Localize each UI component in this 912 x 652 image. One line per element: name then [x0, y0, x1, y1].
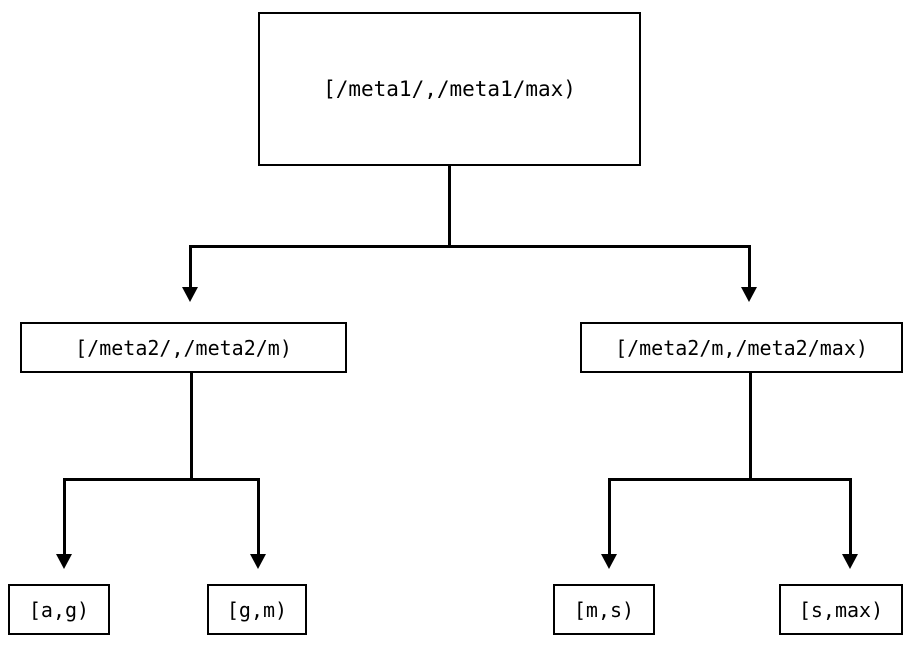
node-mid-left-label: [/meta2/,/meta2/m)	[75, 335, 292, 360]
arrowhead-mid-right-to-leaf-ms	[601, 554, 617, 569]
edge-mid-right-stem	[749, 373, 752, 481]
node-mid-left[interactable]: [/meta2/,/meta2/m)	[20, 322, 347, 373]
edge-mid-right-to-leaf-smax-drop	[849, 478, 852, 555]
edge-root-stem	[448, 166, 451, 246]
node-leaf-a-g[interactable]: [a,g)	[8, 584, 110, 635]
node-leaf-s-max[interactable]: [s,max)	[779, 584, 903, 635]
edge-mid-left-to-leaf-ag-drop	[63, 478, 66, 555]
node-leaf-g-m-label: [g,m)	[226, 597, 288, 622]
edge-mid-left-stem	[190, 373, 193, 481]
arrowhead-root-to-mid-right	[741, 287, 757, 302]
edge-root-to-mid-right-drop	[748, 245, 751, 288]
node-root-label: [/meta1/,/meta1/max)	[323, 76, 576, 101]
node-root[interactable]: [/meta1/,/meta1/max)	[258, 12, 641, 166]
node-leaf-a-g-label: [a,g)	[28, 597, 90, 622]
node-leaf-g-m[interactable]: [g,m)	[207, 584, 307, 635]
edge-root-to-mid-left-drop	[189, 245, 192, 288]
edge-root-bus	[189, 245, 751, 248]
edge-mid-right-to-leaf-ms-drop	[608, 478, 611, 555]
arrowhead-mid-left-to-leaf-ag	[56, 554, 72, 569]
edge-mid-right-bus	[608, 478, 852, 481]
node-mid-right[interactable]: [/meta2/m,/meta2/max)	[580, 322, 903, 373]
arrowhead-mid-right-to-leaf-smax	[842, 554, 858, 569]
arrowhead-mid-left-to-leaf-gm	[250, 554, 266, 569]
arrowhead-root-to-mid-left	[182, 287, 198, 302]
node-mid-right-label: [/meta2/m,/meta2/max)	[615, 335, 868, 360]
node-leaf-m-s[interactable]: [m,s)	[553, 584, 655, 635]
edge-mid-left-bus	[63, 478, 260, 481]
node-leaf-s-max-label: [s,max)	[798, 597, 884, 622]
edge-mid-left-to-leaf-gm-drop	[257, 478, 260, 555]
node-leaf-m-s-label: [m,s)	[573, 597, 635, 622]
